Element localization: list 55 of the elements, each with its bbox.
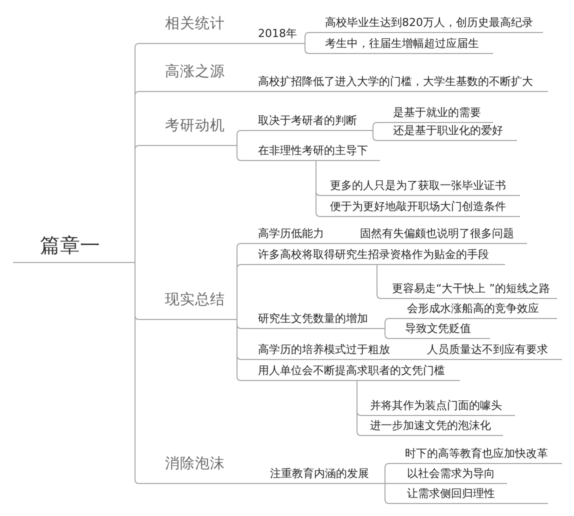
subtopic: 研究生文凭数量的增加 xyxy=(242,312,385,329)
connector-line xyxy=(384,483,390,484)
subtopic: 高学历低能力 xyxy=(242,227,348,244)
central-topic: 篇章一 xyxy=(13,233,135,263)
connector-line xyxy=(236,130,242,146)
subtopic: 是基于就业的需要 xyxy=(378,106,493,123)
subtopic: 便于为更好地敲开职场大门创造条件 xyxy=(321,200,520,217)
subtopic: 高校扩招降低了进入大学的门槛，大学生基数的不断扩大 xyxy=(250,75,548,92)
subtopic: 许多高校将取得研究生招录资格作为贴金的手段 xyxy=(242,248,505,265)
subtopic: 注重教育内涵的发展 xyxy=(250,467,385,484)
connector-line xyxy=(372,130,378,141)
subtopic: 以社会需求为导向 xyxy=(390,467,507,484)
connector-line xyxy=(134,262,140,484)
subtopic: 时下的高等教育也应加快改革 xyxy=(390,447,562,464)
subtopic: 更多的人只是为了获取一张毕业证书 xyxy=(321,179,520,196)
subtopic: 在非理性考研的主导下 xyxy=(242,144,380,161)
connector-line xyxy=(236,264,242,320)
subtopic: 会形成水涨船高的竞争效应 xyxy=(390,302,557,319)
subtopic: 高校毕业生达到820万人，创历史最高纪录 xyxy=(310,16,543,33)
connector-line xyxy=(304,32,310,44)
subtopic: 还是基于职业化的爱好 xyxy=(378,124,517,141)
connector-line xyxy=(384,463,390,484)
connector-line xyxy=(356,380,362,436)
connector-line xyxy=(384,483,390,504)
connector-line xyxy=(240,483,250,484)
connector-line xyxy=(372,122,378,131)
main-topic: 考研动机 xyxy=(140,116,237,146)
connector-line xyxy=(134,145,140,263)
connector-line xyxy=(236,145,242,161)
subtopic: 进一步加速文凭的泡沫化 xyxy=(362,419,503,436)
main-topic: 现实总结 xyxy=(140,290,237,320)
connector-line xyxy=(316,160,322,217)
connector-line xyxy=(376,264,382,299)
subtopic: 高学历的培养模式过于粗放 xyxy=(242,343,412,360)
subtopic: 2018年 xyxy=(250,27,305,44)
subtopic: 让需求侧回归理性 xyxy=(390,487,548,504)
connector-line xyxy=(412,359,418,360)
subtopic: 人员质量达不到应有要求 xyxy=(418,343,562,360)
connector-line xyxy=(384,318,390,329)
connector-line xyxy=(384,328,390,339)
subtopic: 用人单位会不断提高求职者的文凭门槛 xyxy=(242,364,460,381)
main-topic: 高涨之源 xyxy=(140,62,240,92)
subtopic: 更容易走“大干快上 ”的短线之路 xyxy=(382,282,557,299)
subtopic: 并将其作为装点门面的噱头 xyxy=(362,399,515,416)
subtopic: 取决于考研者的判断 xyxy=(242,114,373,131)
connector-line xyxy=(240,91,250,92)
main-topic: 消除泡沫 xyxy=(140,454,240,484)
subtopic: 导致文凭贬值 xyxy=(390,322,490,339)
subtopic: 固然有失偏颇也说明了很多问题 xyxy=(354,227,527,244)
main-topic: 相关统计 xyxy=(140,14,240,44)
connector-line xyxy=(240,43,250,44)
connector-line xyxy=(304,43,310,54)
connector-line xyxy=(236,319,242,381)
connector-line xyxy=(348,243,354,244)
subtopic: 考生中，往届生增幅超过应届生 xyxy=(310,37,493,54)
